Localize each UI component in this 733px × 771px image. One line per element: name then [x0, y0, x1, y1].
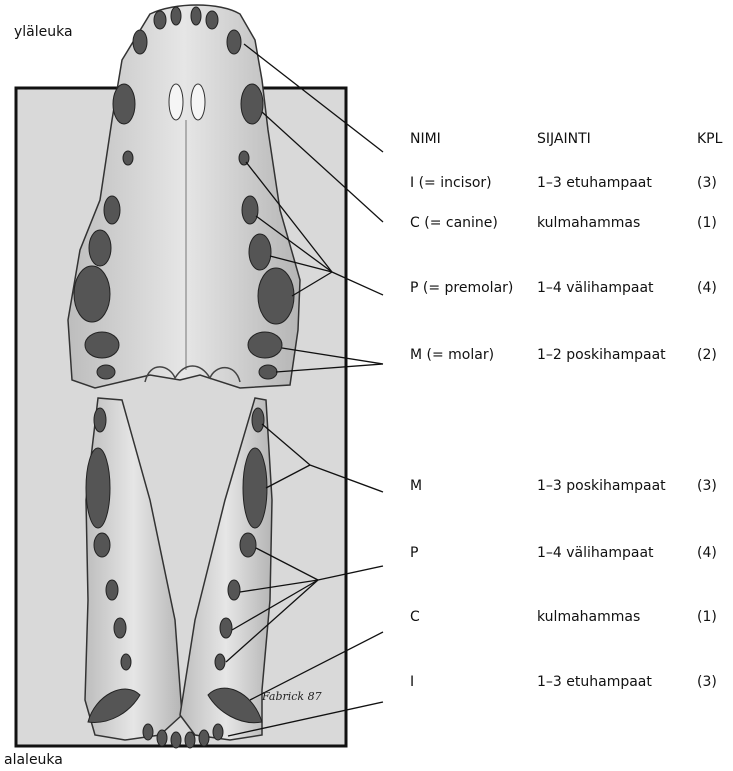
upper-molar [97, 365, 115, 379]
upper-premolar [74, 266, 110, 322]
row-name: P (= premolar) [410, 280, 513, 296]
lower-premolar [228, 580, 240, 600]
palatal-foramen-right [191, 84, 205, 120]
upper-canine [241, 84, 263, 124]
row-location: 1–4 välihampaat [537, 280, 654, 296]
upper-molar [85, 332, 119, 358]
lower-molar [243, 448, 267, 528]
row-count: (3) [697, 175, 717, 191]
lower-incisor [213, 724, 223, 740]
row-location: kulmahammas [537, 215, 640, 231]
row-count: (3) [697, 478, 717, 494]
lower-incisor [157, 730, 167, 746]
lower-jaw-label: alaleuka [4, 752, 63, 768]
row-location: 1–4 välihampaat [537, 545, 654, 561]
row-count: (1) [697, 215, 717, 231]
upper-incisor [206, 11, 218, 29]
upper-jaw-label: yläleuka [14, 24, 73, 40]
row-location: 1–3 etuhampaat [537, 175, 652, 191]
row-count: (2) [697, 347, 717, 363]
upper-incisor [227, 30, 241, 54]
header-count: KPL [697, 131, 722, 147]
upper-molar [259, 365, 277, 379]
row-name: M [410, 478, 422, 494]
palatal-foramen-left [169, 84, 183, 120]
row-location: 1–3 poskihampaat [537, 478, 666, 494]
upper-incisor [133, 30, 147, 54]
lower-premolar [94, 533, 110, 557]
row-location: kulmahammas [537, 609, 640, 625]
row-name: I (= incisor) [410, 175, 492, 191]
lower-premolar [240, 533, 256, 557]
upper-premolar [89, 230, 111, 266]
lower-incisor [171, 732, 181, 748]
upper-incisor [154, 11, 166, 29]
upper-incisor [171, 7, 181, 25]
row-location: 1–3 etuhampaat [537, 674, 652, 690]
lower-premolar [220, 618, 232, 638]
lower-premolar [114, 618, 126, 638]
lower-molar [86, 448, 110, 528]
upper-molar [248, 332, 282, 358]
lower-premolar [106, 580, 118, 600]
lower-incisor [199, 730, 209, 746]
lower-incisor [143, 724, 153, 740]
row-count: (4) [697, 545, 717, 561]
lower-premolar [215, 654, 225, 670]
header-name: NIMI [410, 131, 441, 147]
upper-jaw-bone [68, 5, 300, 388]
artist-signature: Fabrick 87 [261, 690, 322, 703]
lower-premolar [121, 654, 131, 670]
upper-premolar [242, 196, 258, 224]
lower-molar [252, 408, 264, 432]
upper-premolar [104, 196, 120, 224]
row-location: 1–2 poskihampaat [537, 347, 666, 363]
row-name: P [410, 545, 418, 561]
upper-incisor [191, 7, 201, 25]
row-count: (3) [697, 674, 717, 690]
upper-canine [113, 84, 135, 124]
row-name: C (= canine) [410, 215, 498, 231]
upper-premolar [258, 268, 294, 324]
upper-premolar [249, 234, 271, 270]
lower-incisor [185, 732, 195, 748]
lower-molar [94, 408, 106, 432]
header-location: SIJAINTI [537, 131, 591, 147]
row-count: (1) [697, 609, 717, 625]
row-count: (4) [697, 280, 717, 296]
row-name: C [410, 609, 420, 625]
row-name: I [410, 674, 414, 690]
upper-premolar [123, 151, 133, 165]
row-name: M (= molar) [410, 347, 494, 363]
